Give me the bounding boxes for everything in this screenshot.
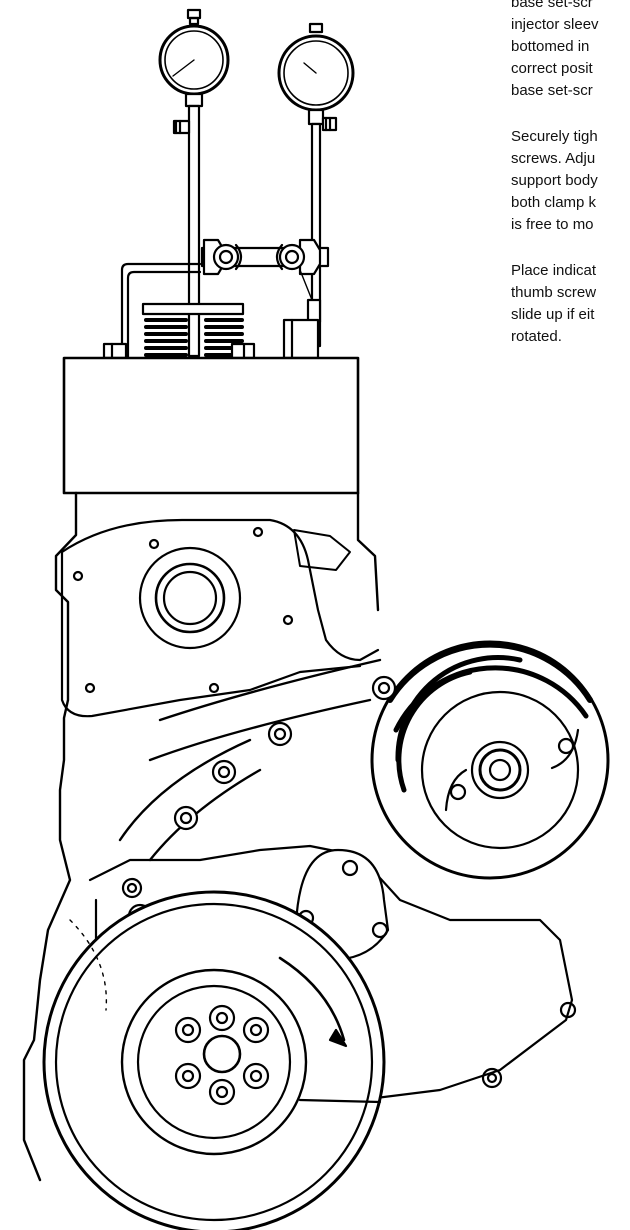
head-bolts [102, 342, 256, 360]
drive-belt [118, 658, 382, 862]
camshaft-boss [138, 546, 242, 650]
valve-springs [141, 302, 245, 357]
text-line: support body [511, 172, 598, 189]
instruction-text-column: base set-scr injector sleev bottomed in … [511, 0, 630, 348]
cylinder-head [62, 356, 360, 495]
text-line: rotated. [511, 328, 562, 345]
text-line: both clamp k [511, 194, 597, 211]
text-line: Securely tigh [511, 128, 598, 145]
indicator-support-clamp [200, 238, 330, 276]
fuel-line [120, 262, 202, 360]
instruction-paragraph-3: Place indicat thumb screw slide up if ei… [511, 260, 630, 348]
text-line: is free to mo [511, 216, 594, 233]
text-line: Place indicat [511, 262, 597, 279]
text-line: base set-scr [511, 0, 593, 11]
timing-cover [60, 518, 380, 662]
fan-pulley [370, 640, 610, 880]
text-line: screws. Adju [511, 150, 596, 167]
instruction-paragraph-2: Securely tigh screws. Adju support body … [511, 126, 630, 236]
injector-probe [282, 269, 322, 360]
text-line: injector sleev [511, 16, 599, 33]
text-line: thumb screw [511, 284, 597, 301]
text-line: correct posit [511, 60, 593, 77]
instruction-paragraph-1: base set-scr injector sleev bottomed in … [511, 0, 630, 102]
crankshaft-pulley [42, 890, 386, 1230]
dial-indicator-left [158, 8, 230, 358]
text-line: base set-scr [511, 82, 593, 99]
dial-indicator-right [277, 22, 355, 348]
engine-block [22, 491, 78, 1182]
text-line: slide up if eit [511, 306, 595, 323]
text-line: bottomed in [511, 38, 590, 55]
